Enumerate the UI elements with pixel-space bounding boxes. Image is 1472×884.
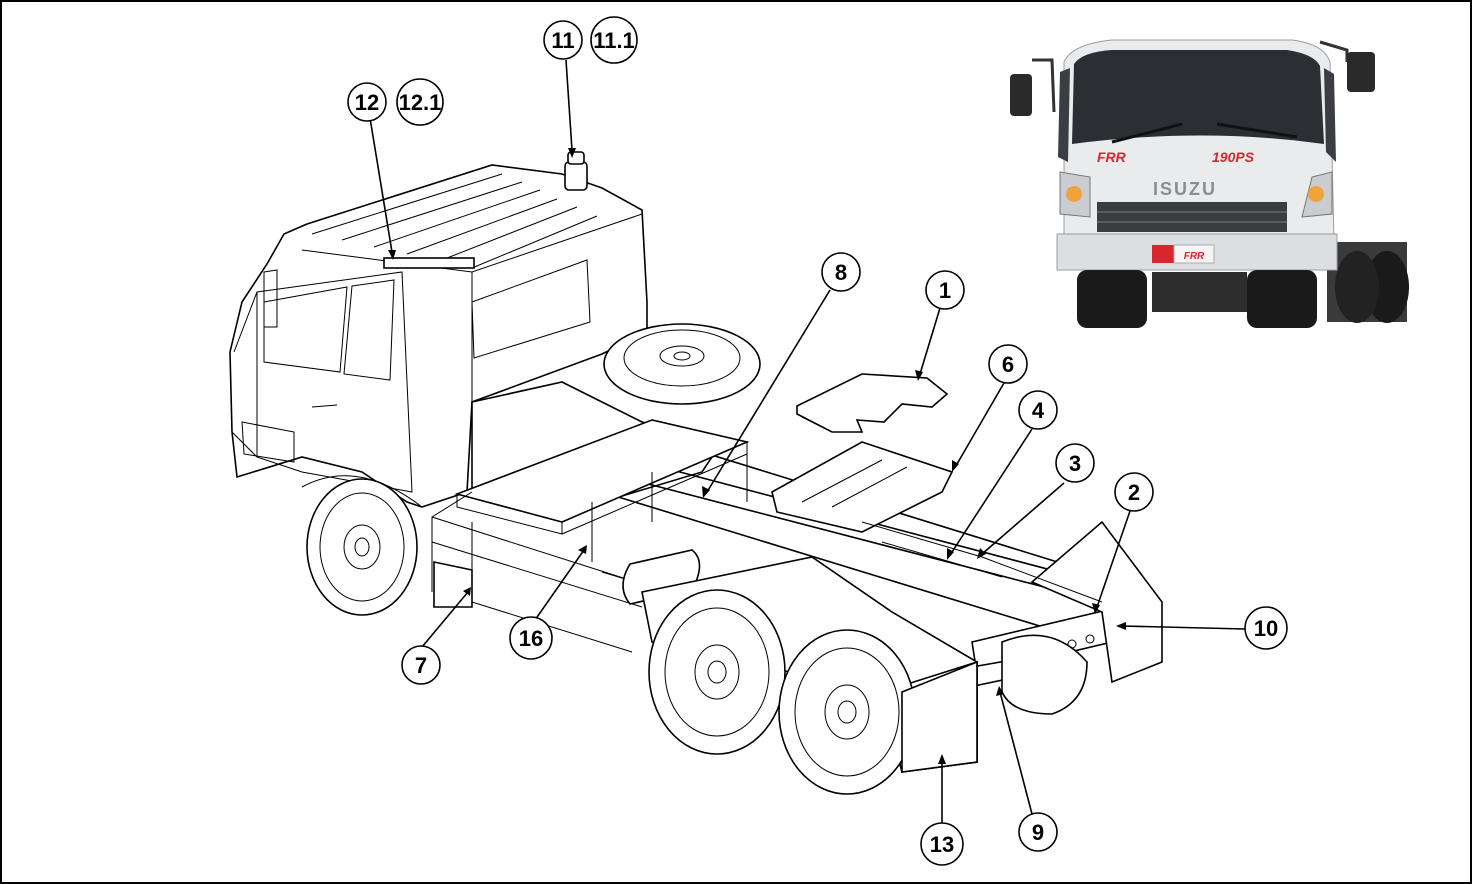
callout-6: 6 xyxy=(988,344,1028,384)
spare-wheel xyxy=(603,323,761,405)
rear-wheel-1 xyxy=(648,589,786,755)
cab xyxy=(229,151,648,508)
callout-3: 3 xyxy=(1055,443,1095,483)
svg-text:12: 12 xyxy=(355,90,379,115)
svg-text:FRR: FRR xyxy=(1097,149,1127,165)
truck-photo: FRR 190PS ISUZU FRR xyxy=(1010,39,1409,328)
callout-1: 1 xyxy=(925,270,965,310)
callout-16: 16 xyxy=(509,616,553,660)
svg-text:4: 4 xyxy=(1032,398,1045,423)
svg-text:7: 7 xyxy=(415,653,427,678)
svg-text:9: 9 xyxy=(1032,820,1044,845)
rear-mud-flap xyxy=(901,660,978,773)
callout-12: 12 xyxy=(347,82,387,122)
svg-text:11: 11 xyxy=(551,28,574,53)
svg-text:6: 6 xyxy=(1002,352,1014,377)
svg-text:13: 13 xyxy=(930,832,954,857)
svg-text:11.1: 11.1 xyxy=(593,28,635,53)
svg-text:12.1: 12.1 xyxy=(399,90,442,115)
rear-wheel-far xyxy=(1001,634,1088,715)
callout-11: 11 xyxy=(543,20,583,60)
callout-13: 13 xyxy=(920,822,964,866)
front-wheel xyxy=(306,478,418,616)
leader-lines xyxy=(369,59,1246,824)
callout-10: 10 xyxy=(1244,606,1288,650)
svg-text:3: 3 xyxy=(1069,451,1081,476)
svg-text:8: 8 xyxy=(835,260,847,285)
callout-4: 4 xyxy=(1018,390,1058,430)
callout-12-1: 12.1 xyxy=(396,78,444,126)
svg-text:10: 10 xyxy=(1254,616,1278,641)
svg-text:1: 1 xyxy=(939,278,951,303)
svg-text:16: 16 xyxy=(519,626,543,651)
svg-text:FRR: FRR xyxy=(1184,251,1205,262)
callout-7: 7 xyxy=(401,645,441,685)
callout-8: 8 xyxy=(821,252,861,292)
svg-text:ISUZU: ISUZU xyxy=(1153,179,1217,199)
svg-text:2: 2 xyxy=(1128,480,1140,505)
callout-9: 9 xyxy=(1018,812,1058,852)
callout-11-1: 11.1 xyxy=(590,16,638,64)
rear-wheel-2 xyxy=(778,629,916,795)
svg-text:190PS: 190PS xyxy=(1212,149,1255,165)
callout-2: 2 xyxy=(1114,472,1154,512)
